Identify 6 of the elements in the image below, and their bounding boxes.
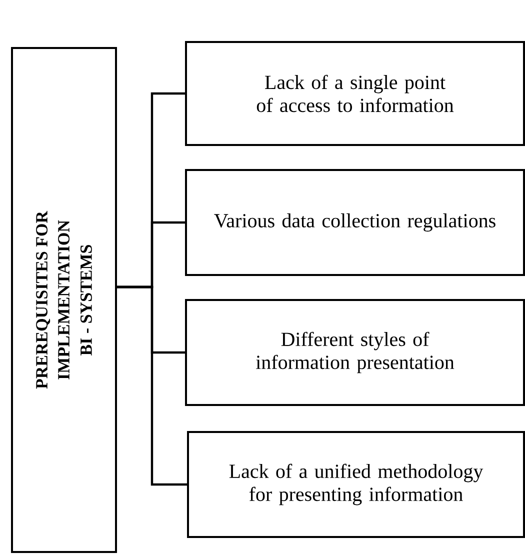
text-box: Different styles of information presentation [185,299,525,406]
connector-line [116,286,187,486]
title-box: PREREQUISITES FOR IMPLEMENTATION BI - SYSTEMS [11,47,117,553]
text-box: Various data collection regulations [185,169,525,276]
text-box: Lack of a unified methodology for presenting information [187,431,525,538]
text-box: Lack of a single point of access to information [185,41,525,146]
